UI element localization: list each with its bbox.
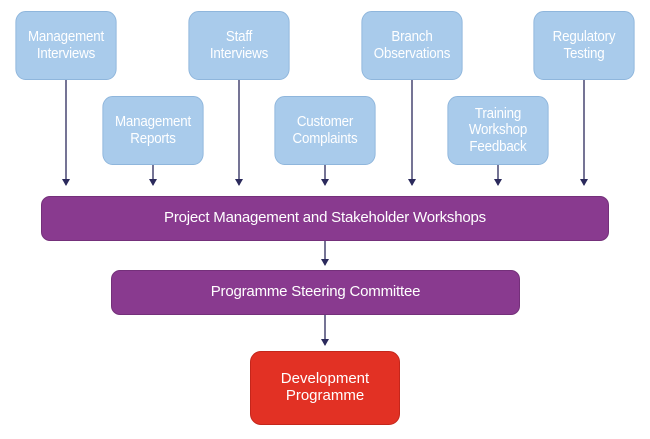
source-management-reports: Management Reports: [102, 96, 204, 165]
source-management-interviews: Management Interviews: [15, 11, 117, 80]
source-staff-interviews: Staff Interviews: [188, 11, 290, 80]
development-programme-box: Development Programme: [250, 351, 400, 425]
source-branch-observations: Branch Observations: [361, 11, 463, 80]
steering-committee-bar: Programme Steering Committee: [111, 270, 520, 315]
source-customer-complaints: Customer Complaints: [274, 96, 376, 165]
source-regulatory-testing: Regulatory Testing: [533, 11, 635, 80]
source-training-workshop-feedback: Training Workshop Feedback: [447, 96, 549, 165]
workshops-bar: Project Management and Stakeholder Works…: [41, 196, 609, 241]
